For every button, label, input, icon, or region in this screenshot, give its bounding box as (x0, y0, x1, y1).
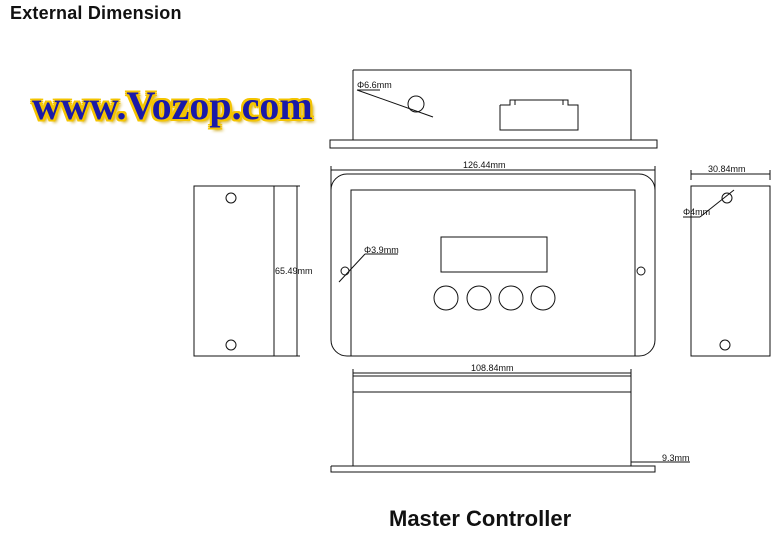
left-side-hole-bottom (225, 339, 237, 351)
front-mount-hole-right (636, 266, 646, 276)
side-hole-label: Φ4mm (683, 207, 710, 217)
front-body-outline (330, 173, 656, 357)
front-panel (350, 189, 636, 357)
top-hole-label: Φ6.6mm (357, 80, 392, 90)
right-side-hole-bottom (719, 339, 731, 351)
right-side-view: 30.84mm Φ4mm (683, 164, 771, 357)
control-button-4 (530, 285, 556, 311)
bottom-body (352, 375, 632, 467)
diagram-caption: Master Controller (389, 506, 572, 531)
bottom-width-label: 108.84mm (471, 363, 514, 373)
bottom-flange (330, 465, 656, 473)
control-button-2 (466, 285, 492, 311)
bottom-view: 108.84mm 9.3mm (330, 363, 690, 473)
side-width-label: 30.84mm (708, 164, 746, 174)
front-view: 126.44mm Φ3.9mm (330, 160, 656, 357)
lcd-display (440, 236, 548, 273)
right-side-body (690, 185, 771, 357)
left-height-label: 65.49mm (275, 266, 313, 276)
front-width-label: 126.44mm (463, 160, 506, 170)
control-button-1 (433, 285, 459, 311)
left-side-body (193, 185, 275, 357)
terminal-block (499, 99, 579, 131)
right-side-hole-top (721, 192, 733, 204)
top-view: Φ6.6mm (329, 69, 658, 149)
left-side-view: 65.49mm (193, 185, 313, 357)
front-hole-label: Φ3.9mm (364, 245, 399, 255)
page-heading: External Dimension (10, 3, 182, 23)
flange-label: 9.3mm (662, 453, 690, 463)
top-hole-circle (407, 95, 425, 113)
left-side-hole-top (225, 192, 237, 204)
website-watermark: www.Vozop.com (32, 83, 313, 128)
front-mount-hole-left (340, 266, 350, 276)
control-button-3 (498, 285, 524, 311)
